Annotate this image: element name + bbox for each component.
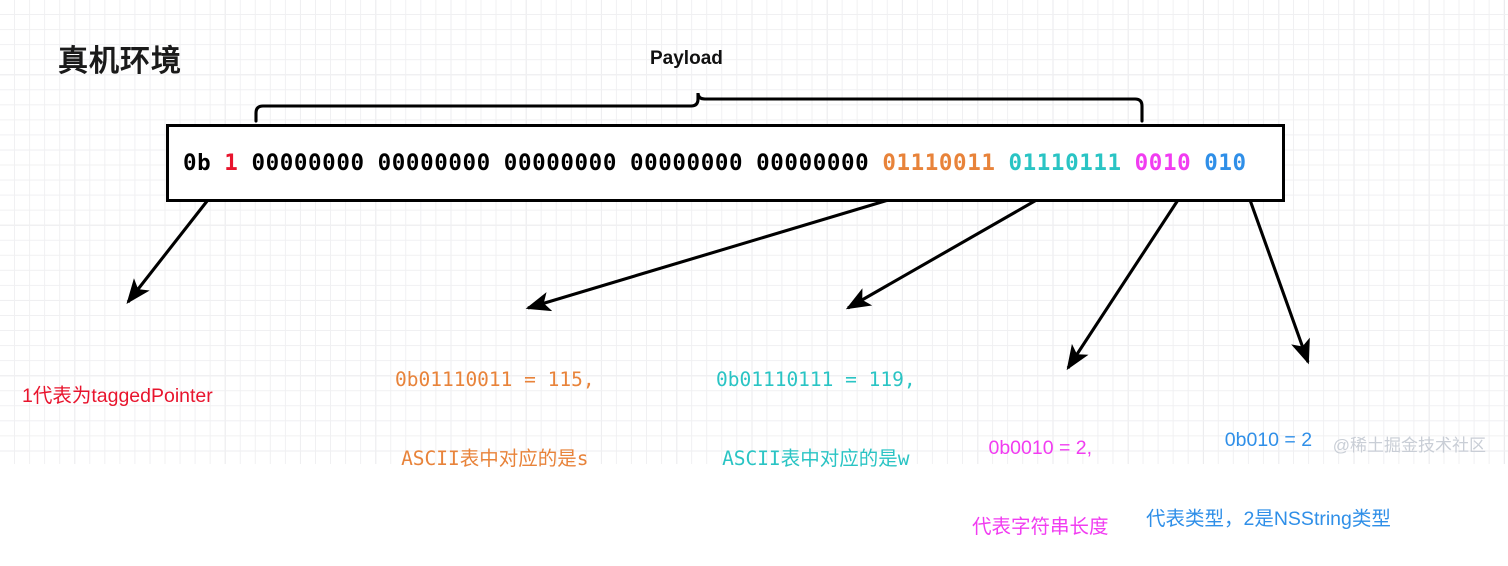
annotation-line: ASCII表中对应的是w: [722, 446, 910, 470]
annotation-line: 代表字符串长度: [972, 515, 1109, 538]
binary-string: 0b 1 00000000 00000000 00000000 00000000 00000…: [169, 152, 1247, 175]
annotation-line: 0b01110111 = 119,: [716, 367, 916, 391]
page-title: 真机环境: [58, 45, 182, 78]
annotation-line: 0b01110011 = 115,: [395, 367, 595, 391]
annotation-line: 0b0010 = 2,: [988, 436, 1093, 459]
zero-byte-1: 00000000: [251, 149, 365, 176]
tagged-pointer-bit: 1: [224, 149, 239, 176]
type-bits: 010: [1204, 149, 1247, 176]
string-length-bits: 0010: [1134, 149, 1192, 176]
annotation-line: ASCII表中对应的是s: [401, 446, 589, 470]
binary-representation-box: 0b 1 00000000 00000000 00000000 00000000 00000…: [166, 124, 1285, 202]
zero-byte-3: 00000000: [503, 149, 617, 176]
annotation-tagged-pointer: 1代表为taggedPointer: [22, 330, 213, 435]
annotation-line: 代表类型，2是NSString类型: [1146, 507, 1391, 530]
annotation-char-w: 0b01110111 = 119, ASCII表中对应的是w: [716, 314, 916, 498]
site-watermark: @稀土掘金技术社区: [1332, 436, 1486, 455]
annotation-type: 0b010 = 2 代表类型，2是NSString类型: [1146, 374, 1391, 558]
annotation-char-s: 0b01110011 = 115, ASCII表中对应的是s: [395, 314, 595, 498]
payload-label: Payload: [650, 48, 723, 69]
zero-byte-4: 00000000: [629, 149, 744, 176]
annotation-string-length: 0b0010 = 2, 代表字符串长度: [972, 382, 1109, 566]
annotation-line: 0b010 = 2: [1224, 428, 1313, 451]
zero-byte-5: 00000000: [756, 149, 870, 176]
zero-byte-2: 00000000: [377, 149, 491, 176]
annotation-line: 1代表为taggedPointer: [22, 384, 213, 407]
binary-prefix: 0b: [183, 149, 212, 176]
char-w-bits: 01110111: [1008, 149, 1122, 176]
char-s-bits: 01110011: [882, 149, 996, 176]
